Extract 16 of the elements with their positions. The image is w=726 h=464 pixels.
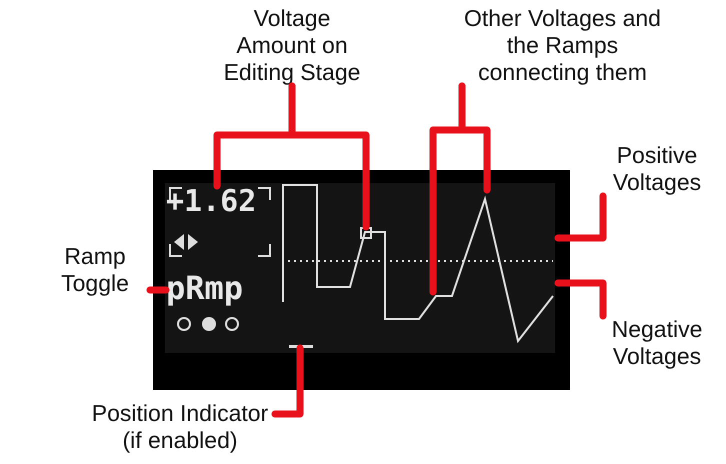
editing-stage-marker	[360, 227, 372, 239]
position-indicator-bar	[289, 345, 313, 348]
callout-text: Position Indicator (if enabled)	[85, 400, 275, 454]
leader-line	[554, 192, 606, 242]
callout-text: Voltage Amount on Editing Stage	[212, 5, 372, 86]
screen-readout: pRmp	[166, 272, 276, 304]
callout-text: Positive Voltages	[590, 142, 724, 196]
leader-line	[272, 344, 304, 418]
callout-text: Negative Voltages	[590, 316, 724, 370]
leader-line	[458, 82, 490, 194]
callout-text: Other Voltages and the Ramps connecting them	[460, 5, 665, 86]
leader-line	[146, 286, 170, 294]
callout-text: Ramp Toggle	[40, 243, 150, 297]
leader-line	[554, 280, 606, 320]
leader-line	[288, 82, 370, 230]
screen-readout: +1.62	[166, 186, 272, 218]
